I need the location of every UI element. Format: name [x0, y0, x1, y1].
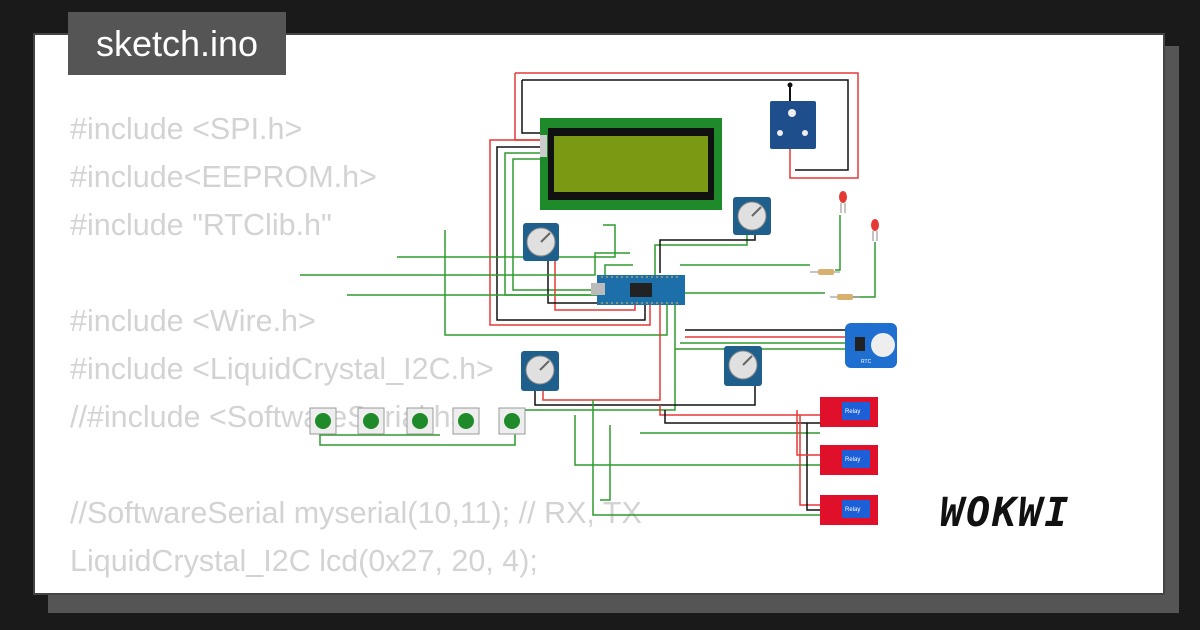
lcd-display [540, 118, 722, 210]
wire-black-lcd [521, 80, 540, 134]
sensor-module [770, 82, 816, 149]
wire-btn3 [397, 224, 616, 258]
pushbutton-2 [357, 407, 385, 435]
wire-btn1 [300, 252, 630, 276]
resistor-1 [810, 269, 840, 275]
wire-red-lcd [514, 73, 540, 141]
wire-relay-vcc-bus [799, 415, 820, 506]
wire-pot1-a [444, 230, 668, 336]
code-line: #include <Wire.h> [70, 304, 316, 338]
led-2 [871, 219, 879, 241]
potentiometer-3 [521, 351, 559, 391]
rtc-module: RTC [845, 323, 897, 368]
wire-pot3-red [542, 300, 661, 401]
preview-card: #include <SPI.h> #include<EEPROM.h> #inclu… [33, 33, 1165, 595]
code-line: #include <SPI.h> [70, 112, 303, 146]
pushbutton-4 [452, 407, 480, 435]
wire-relay3-sig [592, 400, 820, 516]
pushbutton-1 [309, 407, 337, 435]
wire-pot3 [534, 385, 756, 406]
code-line: #include <LiquidCrystal_I2C.h> [70, 352, 494, 386]
wire-black-top [522, 79, 849, 171]
pushbutton-5 [498, 407, 526, 435]
led-1 [839, 191, 847, 213]
wire-led1 [835, 215, 841, 271]
code-preview: #include <SPI.h> #include<EEPROM.h> #inclu… [70, 105, 642, 585]
wire-relay-loop [600, 425, 611, 501]
filename-tab: sketch.ino [68, 12, 286, 75]
code-line: #include<EEPROM.h> [70, 160, 377, 194]
pushbutton-3 [406, 407, 434, 435]
arduino-nano [591, 275, 685, 305]
code-line: #include "RTClib.h" [70, 208, 332, 242]
wire-lcd-vcc [489, 139, 651, 326]
circuit-diagram: RTC Relay Relay Relay [300, 72, 897, 525]
code-line: LiquidCrystal_I2C lcd(0x27, 20, 4); [70, 544, 538, 578]
wire-led2 [845, 242, 876, 298]
wire-pot2-b [659, 233, 756, 273]
relay-label: Relay [845, 457, 860, 463]
wire-relay1-vcc [659, 405, 820, 416]
wire-pot2 [654, 233, 748, 277]
wire-relay-gnd-bus [806, 423, 820, 511]
wire-relay1-gnd [664, 410, 820, 424]
wire-red-top [515, 72, 859, 179]
relay-label: Relay [845, 507, 860, 513]
potentiometer-2 [733, 197, 771, 235]
potentiometer-4 [724, 346, 762, 386]
relay-module-1: Relay [820, 397, 878, 427]
relay-module-3: Relay [820, 495, 878, 525]
wire-lcd-gnd [496, 146, 646, 321]
wokwi-logo: WOKWI [940, 490, 1071, 536]
resistor-2 [830, 294, 860, 300]
relay-label: Relay [845, 409, 860, 415]
wire-relay2-vcc [796, 410, 820, 456]
potentiometer-1 [523, 223, 559, 261]
relay-module-2: Relay [820, 445, 878, 475]
wire-relay2-sig [574, 415, 820, 466]
wire-btn-bus [319, 430, 516, 446]
code-line: //SoftwareSerial myserial(10,11); // RX,… [70, 496, 642, 530]
rtc-label: RTC [861, 359, 872, 365]
